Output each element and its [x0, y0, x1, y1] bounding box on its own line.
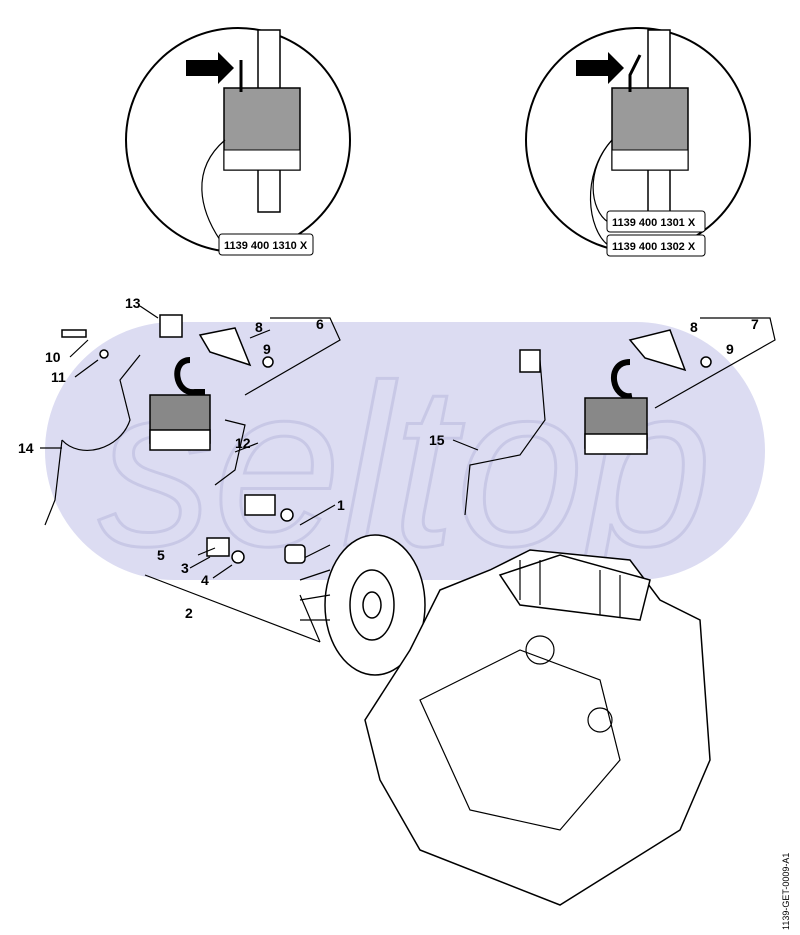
part-number-label: 1139 400 1302 X	[612, 241, 696, 253]
callout-7: 7	[751, 316, 759, 332]
ignition-module-right	[464, 329, 712, 516]
callout-labels: 1 2 3 4 5 6 7 8 8 9 9 10 11 12 13 14 15	[18, 295, 759, 621]
ignition-module-left	[44, 314, 274, 526]
callout-5: 5	[157, 547, 165, 563]
part-number-label: 1139 400 1301 X	[612, 217, 696, 229]
callout-14: 14	[18, 440, 34, 456]
callout-8: 8	[690, 319, 698, 335]
leader-lines	[40, 305, 776, 643]
callout-9: 9	[726, 341, 734, 357]
watermark-logo: seltop	[45, 322, 765, 596]
callout-10: 10	[45, 349, 61, 365]
drawing-id: 1139-GET-0009-A1	[781, 852, 791, 930]
callout-15: 15	[429, 432, 445, 448]
callout-2: 2	[185, 605, 193, 621]
callout-4: 4	[201, 572, 209, 588]
engine-housing	[364, 549, 711, 906]
callout-12: 12	[235, 435, 251, 451]
callout-3: 3	[181, 560, 189, 576]
part-number-label: 1139 400 1310 X	[224, 240, 308, 252]
callout-8: 8	[255, 319, 263, 335]
callout-11: 11	[51, 369, 66, 385]
arrow-icon	[576, 52, 624, 84]
callout-9: 9	[263, 341, 271, 357]
detail-circle-left: 1139 400 1310 X	[125, 27, 351, 256]
flywheel	[206, 494, 426, 676]
callout-1: 1	[337, 497, 345, 513]
callout-13: 13	[125, 295, 141, 311]
detail-circle-right: 1139 400 1301 X 1139 400 1302 X	[525, 27, 751, 257]
arrow-icon	[186, 52, 234, 84]
callout-6: 6	[316, 316, 324, 332]
